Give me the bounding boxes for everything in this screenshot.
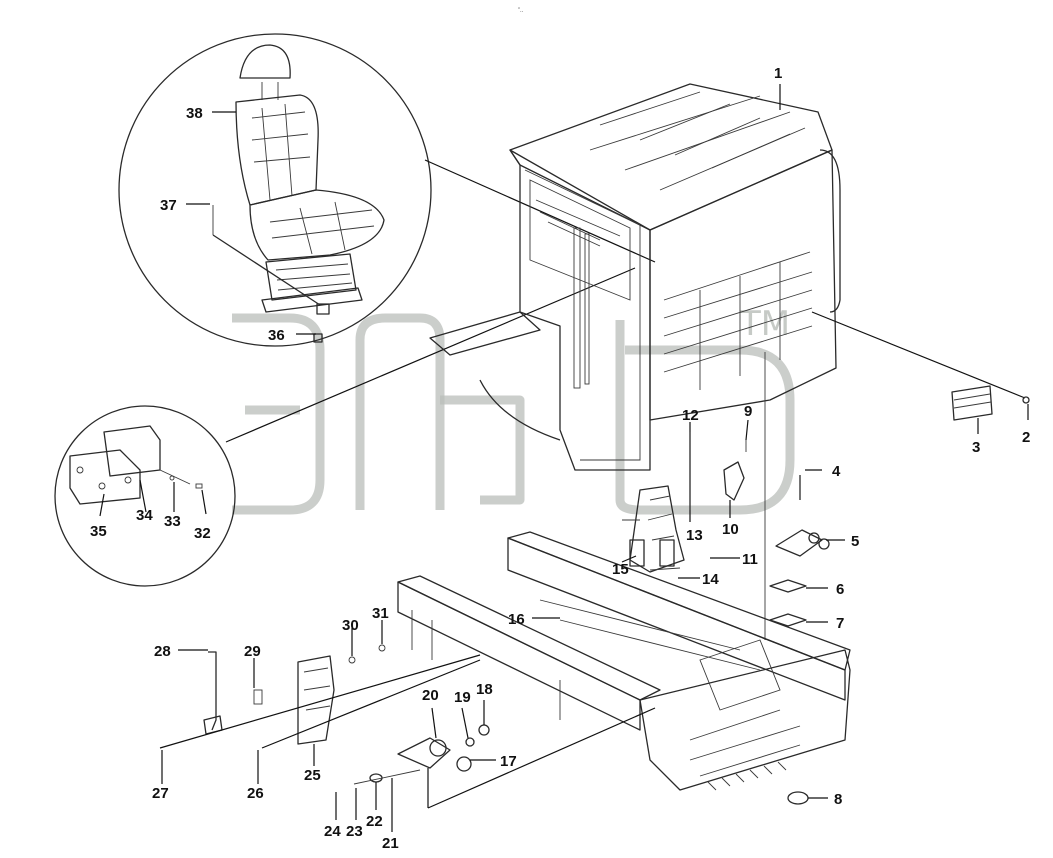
callout-1: 1 <box>774 65 782 82</box>
bracket-upper <box>103 425 161 477</box>
seat-suspension <box>265 253 357 301</box>
rear-crossmember <box>639 649 851 791</box>
callout-3: 3 <box>972 439 980 456</box>
seat-detail-view <box>118 33 432 347</box>
watermark-logo: TM <box>232 304 795 515</box>
callout-31: 31 <box>372 605 389 622</box>
callout-labels: 1 2 3 4 5 6 7 8 9 10 11 12 13 14 15 16 1… <box>90 65 1030 852</box>
callout-10: 10 <box>722 521 739 538</box>
callout-9: 9 <box>744 403 752 420</box>
callout-32: 32 <box>194 525 211 542</box>
callout-6: 6 <box>836 581 844 598</box>
callout-37: 37 <box>160 197 177 214</box>
seat-backrest <box>235 94 319 206</box>
seat-link-line <box>424 159 656 263</box>
cab-rear-wall <box>649 149 837 421</box>
seat-headrest <box>239 44 291 79</box>
callout-7: 7 <box>836 615 844 632</box>
callout-26: 26 <box>247 785 264 802</box>
callout-14: 14 <box>702 571 719 588</box>
chassis-frame <box>397 531 851 791</box>
callout-38: 38 <box>186 105 203 122</box>
mudflap-group <box>811 311 1030 421</box>
callout-17: 17 <box>500 753 517 770</box>
callout-19: 19 <box>454 689 471 706</box>
callout-5: 5 <box>851 533 859 550</box>
callout-18: 18 <box>476 681 493 698</box>
callout-28: 28 <box>154 643 171 660</box>
callout-25: 25 <box>304 767 321 784</box>
bracket-lower <box>69 449 141 505</box>
seat-cushion <box>249 189 385 261</box>
cab-roof <box>509 83 833 231</box>
watermark-tm: TM <box>739 304 790 344</box>
center-lock-assembly <box>622 432 747 573</box>
callout-27: 27 <box>152 785 169 802</box>
callout-30: 30 <box>342 617 359 634</box>
callout-12: 12 <box>682 407 699 424</box>
callout-22: 22 <box>366 813 383 830</box>
bracket-detail-view <box>54 405 236 587</box>
callout-34: 34 <box>136 507 153 524</box>
top-marker: ”.. <box>518 8 524 14</box>
callout-16: 16 <box>508 611 525 628</box>
callout-21: 21 <box>382 835 399 852</box>
callout-35: 35 <box>90 523 107 540</box>
callout-8: 8 <box>834 791 842 808</box>
left-lock-assembly <box>159 644 481 749</box>
cab-assembly <box>429 83 841 640</box>
callout-20: 20 <box>422 687 439 704</box>
callout-29: 29 <box>244 643 261 660</box>
callout-23: 23 <box>346 823 363 840</box>
callout-11: 11 <box>742 551 758 568</box>
bracket-link-line <box>225 267 636 443</box>
callout-33: 33 <box>164 513 181 530</box>
callout-2: 2 <box>1022 429 1030 446</box>
callout-36: 36 <box>268 327 285 344</box>
callout-13: 13 <box>686 527 703 544</box>
leader-lines <box>99 84 1029 832</box>
callout-4: 4 <box>832 463 841 480</box>
callout-15: 15 <box>612 561 629 578</box>
callout-24: 24 <box>324 823 341 840</box>
